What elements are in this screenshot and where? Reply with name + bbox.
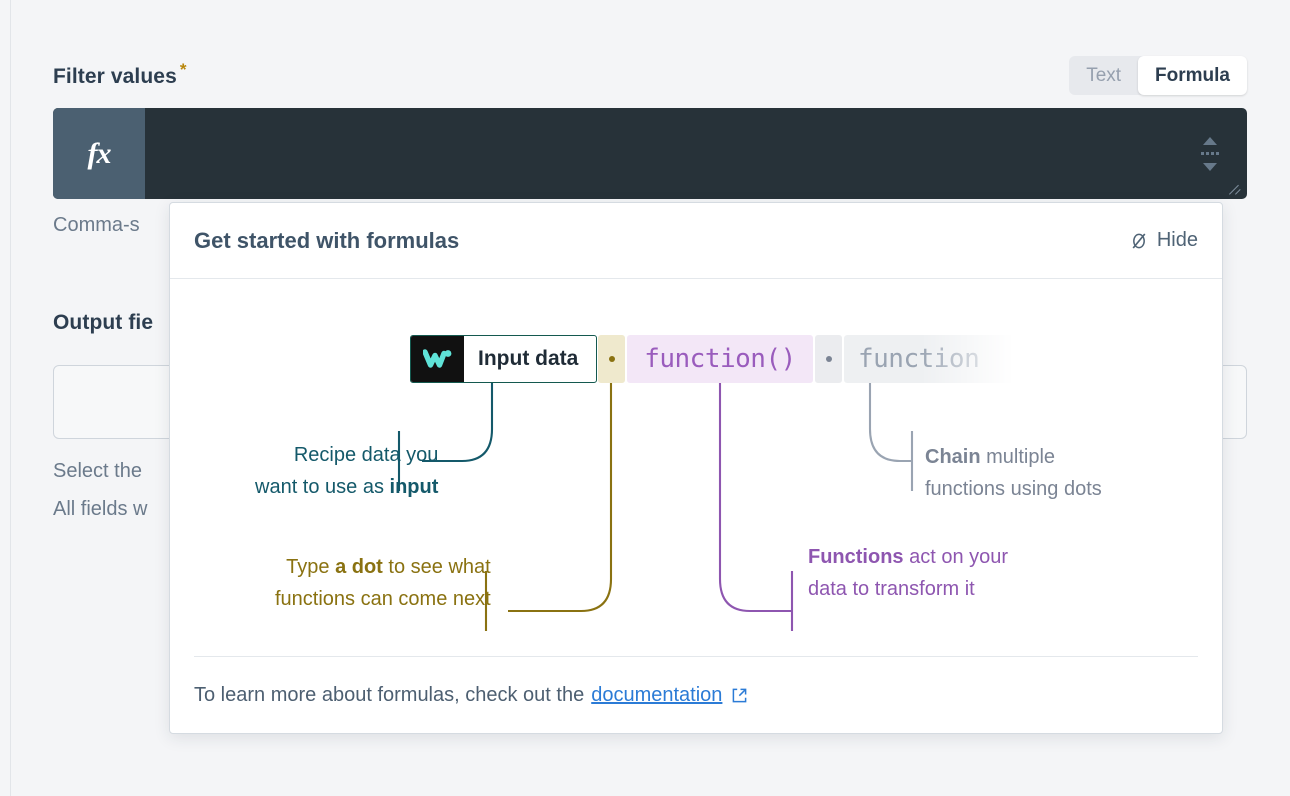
formula-help-popover: Get started with formulas Hide [169, 202, 1223, 734]
eye-slash-icon [1132, 232, 1146, 249]
annotation-input-line-1: Recipe data you [293, 444, 439, 466]
documentation-link[interactable]: documentation [591, 683, 723, 706]
panel-left-edge [10, 0, 11, 796]
chip-function-2: function [844, 335, 1014, 383]
chevron-down-icon [1203, 162, 1217, 171]
chip-dot-2 [815, 335, 842, 383]
dot-icon [825, 356, 832, 362]
output-helper-line-2: All fields w [53, 498, 148, 520]
hide-button-label: Hide [1156, 229, 1198, 251]
filter-values-label: Filter values* [53, 60, 187, 89]
resize-corner-icon[interactable] [1228, 181, 1244, 197]
chevron-up-icon [1203, 136, 1217, 145]
annotation-chain-line-1: Chain multiple [925, 441, 1102, 473]
chip-function-1: function() [627, 335, 813, 383]
annotation-chain-line-1-suffix: multiple [980, 446, 1056, 468]
filter-values-label-text: Filter values [53, 65, 177, 88]
dot-icon [608, 356, 615, 362]
annotation-functions-line-1-suffix: act on your [903, 546, 1009, 568]
toggle-option-formula[interactable]: Formula [1138, 56, 1247, 95]
annotation-input-line-2-text: want to use as [255, 476, 390, 499]
annotation-functions-line-1-bold: Functions [808, 546, 904, 568]
annotation-chain-line-2: functions using dots [925, 478, 1102, 501]
popover-footer: To learn more about formulas, check out … [194, 656, 1198, 733]
grip-dots-icon [1201, 152, 1219, 155]
required-marker: * [179, 60, 187, 79]
annotation-functions-line-2: data to transform it [808, 578, 975, 601]
annotation-chain: Chain multiple functions using dots [925, 441, 1102, 506]
workato-logo-icon [411, 336, 464, 382]
annotation-input-line-2: want to use as input [255, 471, 438, 503]
annotation-dot-line-1: Type a dot to see what [275, 551, 491, 583]
popover-header: Get started with formulas Hide [170, 203, 1222, 279]
annotation-dot-line-1-bold: a dot [335, 556, 383, 578]
annotation-functions: Functions act on your data to transform … [808, 541, 1008, 606]
hide-button[interactable]: Hide [1129, 229, 1198, 252]
annotation-input: Recipe data you want to use as input [255, 439, 438, 504]
chip-input-data-label: Input data [478, 347, 579, 370]
formula-editor[interactable]: fx [53, 108, 1247, 199]
formula-diagram: Input data function() function Recipe da… [170, 279, 1222, 659]
chip-dot-1 [598, 335, 625, 383]
chip-input-data: Input data [410, 335, 598, 383]
mode-toggle[interactable]: Text Formula [1069, 56, 1247, 95]
fx-icon: fx [53, 108, 145, 199]
filter-helper-text: Comma-s [53, 214, 140, 236]
annotation-functions-line-1: Functions act on your [808, 541, 1008, 573]
output-field-label: Output fie [53, 311, 154, 334]
formula-input[interactable] [145, 108, 1247, 199]
diagram-connectors [397, 383, 914, 631]
toggle-option-text[interactable]: Text [1086, 64, 1122, 86]
expand-collapse-handle-icon[interactable] [1199, 136, 1221, 171]
annotation-input-line-2-bold: input [389, 476, 439, 499]
popover-title: Get started with formulas [194, 227, 460, 253]
annotation-dot-line-2: functions can come next [275, 588, 491, 611]
annotation-chain-line-1-bold: Chain [925, 446, 981, 468]
external-link-icon[interactable] [731, 687, 748, 704]
annotation-dot-line-1-prefix: Type [286, 556, 336, 578]
annotation-dot-line-1-suffix: to see what [382, 556, 491, 578]
annotation-dot: Type a dot to see what functions can com… [275, 551, 491, 616]
output-helper-line-1: Select the [53, 460, 142, 482]
footer-text: To learn more about formulas, check out … [194, 683, 585, 706]
